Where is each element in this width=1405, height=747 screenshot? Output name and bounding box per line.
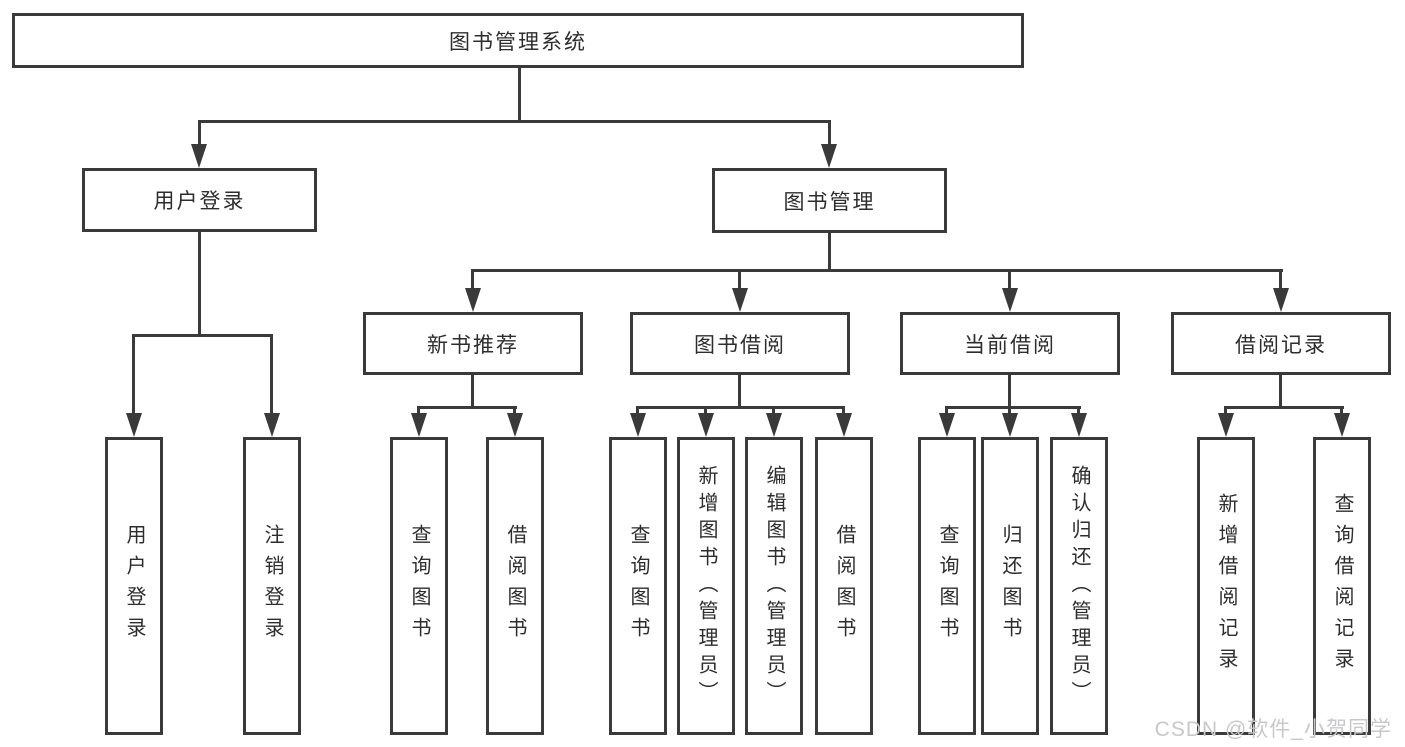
connector-line [704, 406, 707, 415]
csdn-watermark: CSDN @软件_小贺同学 [1154, 718, 1392, 741]
connector-line [471, 375, 474, 408]
arrow-down-icon [191, 144, 207, 168]
connector-line [1224, 406, 1227, 415]
node-new-book-recommendation: 新书推荐 [363, 312, 583, 375]
node-label: 图书管理系统 [449, 30, 587, 54]
arrow-down-icon [1218, 413, 1234, 437]
connector-line [471, 269, 474, 291]
leaf-query-books: 查询图书 [918, 437, 976, 735]
leaf-label: 编辑图书（管理员） [763, 464, 785, 708]
leaf-label: 查询图书 [627, 524, 649, 648]
connector-line [198, 120, 831, 123]
connector-line [636, 406, 639, 415]
connector-line [945, 406, 948, 415]
leaf-confirm-return-admin: 确认归还（管理员） [1050, 437, 1108, 735]
node-book-borrowing: 图书借阅 [630, 312, 850, 375]
connector-line [828, 233, 831, 272]
arrow-down-icon [630, 413, 646, 437]
leaf-add-books-admin: 新增图书（管理员） [677, 437, 735, 735]
arrow-down-icon [1071, 413, 1087, 437]
connector-line [198, 120, 201, 146]
leaf-query-books: 查询图书 [390, 437, 448, 735]
arrow-down-icon [411, 413, 427, 437]
arrow-down-icon [465, 288, 481, 312]
connector-line [132, 334, 273, 337]
leaf-label: 用户登录 [123, 524, 145, 648]
node-label: 用户登录 [153, 190, 246, 213]
arrow-down-icon [507, 413, 523, 437]
node-library-management-system: 图书管理系统 [12, 13, 1024, 68]
leaf-label: 注销登录 [261, 524, 283, 648]
leaf-borrow-books: 借阅图书 [486, 437, 544, 735]
connector-line [132, 334, 135, 416]
connector-line [270, 334, 273, 416]
leaf-query-books: 查询图书 [609, 437, 667, 735]
connector-line [513, 406, 516, 415]
leaf-label: 归还图书 [999, 524, 1021, 648]
connector-line [1340, 406, 1343, 415]
arrow-down-icon [732, 288, 748, 312]
connector-line [828, 120, 831, 146]
leaf-label: 新增借阅记录 [1215, 493, 1237, 679]
leaf-label: 借阅图书 [833, 524, 855, 648]
leaf-edit-books-admin: 编辑图书（管理员） [745, 437, 803, 735]
connector-line [1279, 375, 1282, 408]
connector-line [417, 406, 517, 409]
leaf-add-borrow-record: 新增借阅记录 [1197, 437, 1255, 735]
connector-line [1224, 406, 1344, 409]
arrow-down-icon [1273, 288, 1289, 312]
connector-line [738, 375, 741, 408]
connector-line [1008, 406, 1011, 415]
arrow-down-icon [1334, 413, 1350, 437]
leaf-return-books: 归还图书 [981, 437, 1039, 735]
leaf-label: 查询图书 [408, 524, 430, 648]
connector-line [198, 232, 201, 337]
connector-line [636, 406, 845, 409]
node-label: 新书推荐 [427, 333, 519, 357]
leaf-label: 查询图书 [936, 524, 958, 648]
node-label: 借阅记录 [1235, 333, 1327, 357]
node-user-login: 用户登录 [82, 168, 317, 232]
connector-line [1008, 375, 1011, 408]
connector-line [842, 406, 845, 415]
arrow-down-icon [821, 144, 837, 168]
arrow-down-icon [1002, 413, 1018, 437]
connector-line [1008, 269, 1011, 291]
leaf-label: 确认归还（管理员） [1068, 464, 1090, 708]
node-book-management: 图书管理 [712, 168, 947, 233]
arrow-down-icon [126, 413, 142, 437]
leaf-user-login: 用户登录 [105, 437, 163, 735]
connector-line [1077, 406, 1080, 415]
arrow-down-icon [766, 413, 782, 437]
connector-line [1279, 269, 1282, 291]
leaf-query-borrow-record: 查询借阅记录 [1313, 437, 1371, 735]
leaf-label: 查询借阅记录 [1331, 493, 1353, 679]
arrow-down-icon [698, 413, 714, 437]
node-borrowing-records: 借阅记录 [1171, 312, 1391, 375]
connector-line [945, 406, 1081, 409]
node-label: 当前借阅 [964, 333, 1056, 357]
arrow-down-icon [264, 413, 280, 437]
leaf-label: 借阅图书 [504, 524, 526, 648]
connector-line [772, 406, 775, 415]
node-label: 图书借阅 [694, 333, 786, 357]
connector-line [518, 68, 521, 122]
connector-line [471, 269, 1283, 272]
connector-line [738, 269, 741, 291]
leaf-label: 新增图书（管理员） [695, 464, 717, 708]
node-label: 图书管理 [783, 190, 876, 214]
connector-line [417, 406, 420, 415]
node-current-borrowing: 当前借阅 [900, 312, 1120, 375]
leaf-logout: 注销登录 [243, 437, 301, 735]
leaf-borrow-books: 借阅图书 [815, 437, 873, 735]
arrow-down-icon [939, 413, 955, 437]
arrow-down-icon [1002, 288, 1018, 312]
arrow-down-icon [836, 413, 852, 437]
